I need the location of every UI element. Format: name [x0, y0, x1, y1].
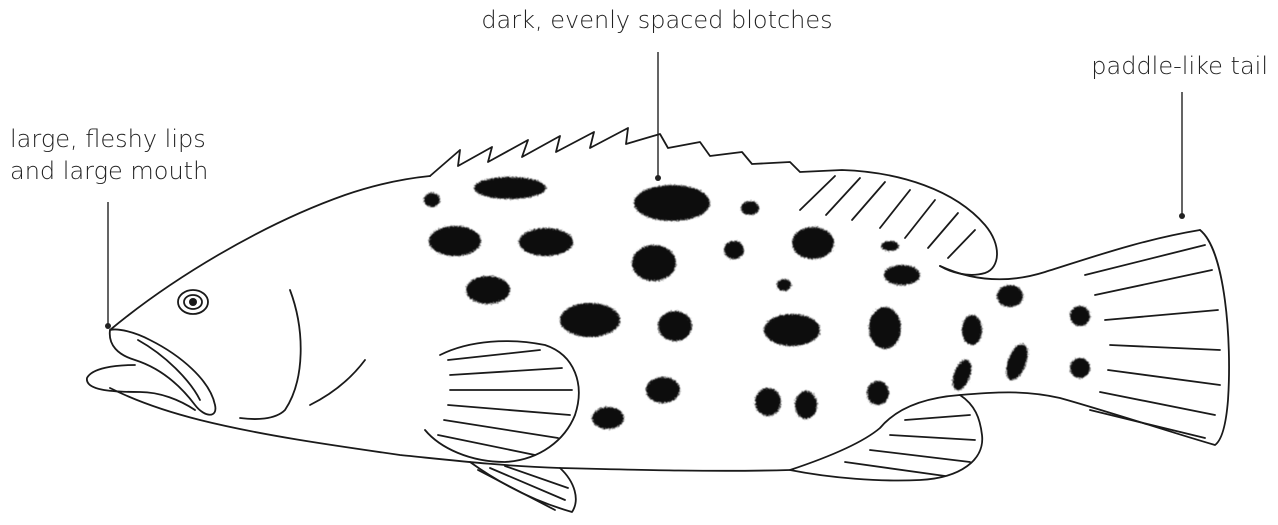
blotch — [741, 201, 759, 215]
body-outline-belly — [110, 388, 790, 471]
pectoral-fin-ray — [438, 435, 535, 455]
body-outline-top — [110, 176, 430, 330]
jaw-line — [138, 340, 200, 400]
blotch — [646, 377, 680, 403]
leader-dot-tail — [1179, 213, 1185, 219]
annotation-lips: large, fleshy lips and large mouth — [10, 123, 208, 187]
blotch — [474, 177, 546, 199]
blotch — [884, 265, 920, 285]
tail-fin-ray — [1090, 410, 1205, 438]
dorsal-fin-ray — [928, 213, 958, 248]
pelvic-fin-outline — [470, 462, 576, 512]
dorsal-fin-edge — [430, 128, 997, 275]
blotch — [429, 226, 481, 256]
gill-cover — [240, 290, 301, 419]
dorsal-fin-ray — [948, 230, 975, 258]
dorsal-fin-ray — [826, 178, 860, 215]
tail-fin-outline — [960, 230, 1229, 445]
blotch — [1070, 358, 1090, 378]
pelvic-fin-ray — [505, 466, 568, 488]
blotch — [949, 357, 975, 393]
blotch — [658, 311, 692, 341]
tail-fin-ray — [1108, 370, 1220, 385]
annotation-lips-line1: large, fleshy lips — [10, 123, 208, 155]
blotch — [881, 241, 899, 251]
tail-fin-ray — [1110, 345, 1220, 350]
dorsal-fin-ray — [800, 176, 835, 210]
tail-fin-ray — [1105, 310, 1218, 320]
upper-lip — [110, 329, 216, 414]
blotch — [592, 407, 624, 429]
tail-fin-ray — [1100, 392, 1215, 415]
blotch — [764, 314, 820, 346]
pectoral-fin-ray — [448, 405, 570, 415]
anal-fin-ray — [870, 450, 970, 462]
annotation-blotches: dark, evenly spaced blotches — [0, 4, 1278, 36]
blotch — [962, 315, 982, 345]
blotch — [777, 279, 791, 291]
blotch — [634, 185, 710, 221]
blotch — [519, 228, 573, 256]
blotch — [869, 307, 901, 349]
tail-fin-ray — [1085, 245, 1205, 275]
pectoral-fin-ray — [448, 350, 540, 360]
dorsal-fin-ray — [905, 200, 935, 238]
blotch — [997, 285, 1023, 307]
anal-fin-ray — [905, 415, 970, 420]
anal-fin-ray — [845, 462, 945, 476]
blotch — [795, 391, 817, 419]
blotch-group — [424, 177, 1090, 429]
blotch — [724, 241, 744, 259]
annotation-tail: paddle-like tail — [1091, 50, 1268, 82]
dorsal-fin-ray — [880, 190, 910, 228]
anal-fin-ray — [890, 435, 975, 440]
pectoral-fin-ray — [444, 420, 558, 438]
blotch — [755, 388, 781, 416]
body-outline-peduncle-top — [940, 230, 1200, 279]
blotch — [792, 227, 834, 259]
blotch — [867, 381, 889, 405]
blotch — [424, 193, 440, 207]
dorsal-fin-ray — [852, 182, 885, 220]
leader-dot-blotches — [655, 175, 661, 181]
blotch — [560, 303, 620, 337]
pectoral-fin-ray — [450, 368, 562, 375]
blotch — [1002, 341, 1032, 383]
annotation-lips-line2: and large mouth — [10, 155, 208, 187]
gill-slit — [310, 360, 365, 405]
blotch — [466, 276, 510, 304]
tail-fin-ray — [1095, 270, 1212, 295]
blotch — [632, 245, 676, 281]
blotch — [1070, 306, 1090, 326]
leader-dot-lips — [105, 323, 111, 329]
eye-pupil — [189, 298, 197, 306]
